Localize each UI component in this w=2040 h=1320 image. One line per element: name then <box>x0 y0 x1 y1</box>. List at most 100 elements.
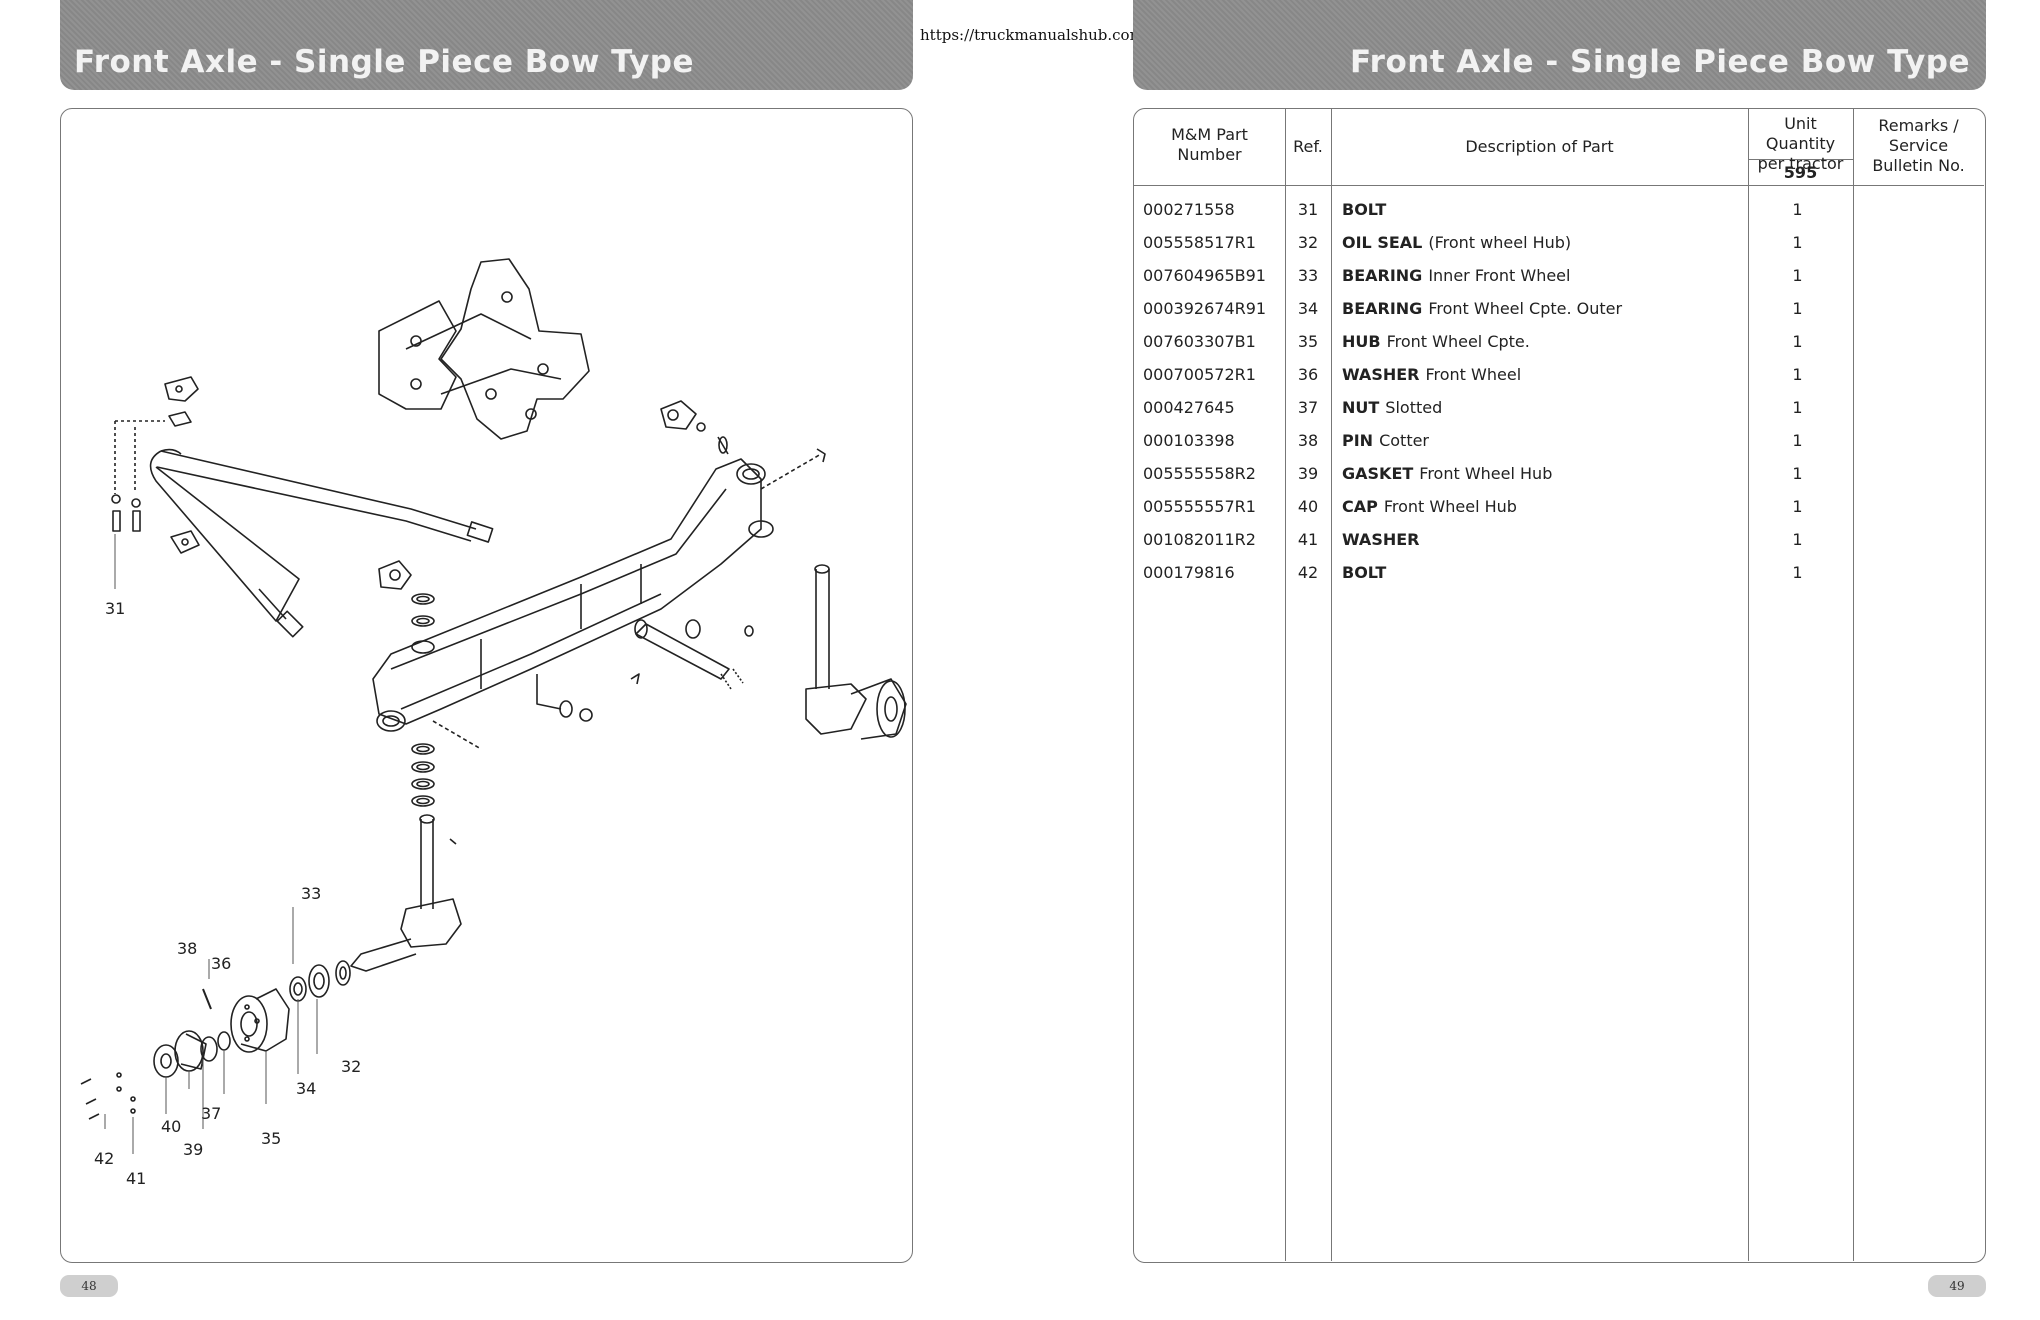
part-name: PIN <box>1342 431 1374 450</box>
pivot-pin <box>634 619 754 690</box>
ref-cell: 34 <box>1297 299 1319 318</box>
part-number-cell: 007604965B91 <box>1143 266 1266 285</box>
description-cell: OIL SEAL (Front wheel Hub) <box>1342 226 1571 259</box>
axle-support-bracket <box>378 258 590 440</box>
part-name: NUT <box>1342 398 1380 417</box>
clamp-parts <box>111 376 200 554</box>
left-spindle <box>350 814 462 972</box>
part-number-cell: 007603307B1 <box>1143 332 1256 351</box>
radius-rod <box>149 448 494 638</box>
callout-36: 36 <box>211 954 231 973</box>
description-cell: HUB Front Wheel Cpte. <box>1342 325 1530 358</box>
source-url[interactable]: https://truckmanualshub.com/ <box>920 26 1149 44</box>
description-cell: WASHER <box>1342 523 1425 556</box>
quantity-cell: 1 <box>1792 497 1803 516</box>
quantity-cell: 1 <box>1792 563 1803 582</box>
quantity-cell: 1 <box>1792 200 1803 219</box>
ref-cell: 40 <box>1297 497 1319 516</box>
quantity-cell: 1 <box>1792 398 1803 417</box>
header-remarks: Remarks / Service Bulletin No. <box>1872 116 1965 175</box>
front-axle-beam <box>372 458 774 732</box>
part-number-cell: 000103398 <box>1143 431 1235 450</box>
part-number-cell: 001082011R2 <box>1143 530 1256 549</box>
part-detail: Front Wheel Cpte. Outer <box>1428 299 1623 318</box>
description-cell: BOLT <box>1342 193 1392 226</box>
header-unit-quantity: Unit Quantity per tractor <box>1757 114 1844 173</box>
callout-35: 35 <box>261 1129 281 1148</box>
parts-table: M&M Part Number Ref. Description of Part… <box>1133 108 1986 1263</box>
part-detail: Inner Front Wheel <box>1428 266 1571 285</box>
part-name: BOLT <box>1342 563 1387 582</box>
quantity-cell: 1 <box>1792 332 1803 351</box>
part-number-cell: 000271558 <box>1143 200 1235 219</box>
header-ref: Ref. <box>1293 137 1323 156</box>
callout-39: 39 <box>183 1140 203 1159</box>
header-model-595: 595 <box>1783 163 1818 182</box>
part-detail: Front Wheel Hub <box>1419 464 1553 483</box>
left-swivel-washers <box>378 560 640 807</box>
callout-32: 32 <box>341 1057 361 1076</box>
table-row: 000179816 42 BOLT 1 <box>1134 556 1984 589</box>
quantity-cell: 1 <box>1792 266 1803 285</box>
quantity-cell: 1 <box>1792 530 1803 549</box>
ref-cell: 41 <box>1297 530 1319 549</box>
diagram-panel: 31 32 33 34 35 36 37 38 39 40 41 42 <box>60 108 913 1263</box>
part-name: BEARING <box>1342 299 1423 318</box>
left-page-title: Front Axle - Single Piece Bow Type <box>60 0 913 90</box>
ref-cell: 35 <box>1297 332 1319 351</box>
part-detail: Front Wheel Hub <box>1383 497 1517 516</box>
part-name: WASHER <box>1342 530 1420 549</box>
part-detail: Front Wheel Cpte. <box>1386 332 1530 351</box>
ref-cell: 39 <box>1297 464 1319 483</box>
part-number-cell: 000392674R91 <box>1143 299 1267 318</box>
quantity-cell: 1 <box>1792 464 1803 483</box>
quantity-cell: 1 <box>1792 233 1803 252</box>
quantity-cell: 1 <box>1792 431 1803 450</box>
table-row: 001082011R2 41 WASHER 1 <box>1134 523 1984 556</box>
part-number-cell: 005558517R1 <box>1143 233 1256 252</box>
description-cell: BOLT <box>1342 556 1392 589</box>
part-detail: Front Wheel <box>1425 365 1522 384</box>
callout-40: 40 <box>161 1117 181 1136</box>
header-part-number: M&M Part Number <box>1171 125 1248 164</box>
ref-cell: 37 <box>1297 398 1319 417</box>
table-row: 000392674R91 34 BEARING Front Wheel Cpte. O… <box>1134 292 1984 325</box>
callout-33: 33 <box>301 884 321 903</box>
part-name: BOLT <box>1342 200 1387 219</box>
quantity-cell: 1 <box>1792 299 1803 318</box>
quantity-cell: 1 <box>1792 365 1803 384</box>
ref-cell: 42 <box>1297 563 1319 582</box>
ref-cell: 33 <box>1297 266 1319 285</box>
callout-38: 38 <box>177 939 197 958</box>
part-number-cell: 000179816 <box>1143 563 1235 582</box>
part-detail: (Front wheel Hub) <box>1428 233 1572 252</box>
upper-swivel <box>660 400 826 490</box>
leader-lines <box>104 534 318 1154</box>
page-number-right: 49 <box>1928 1275 1986 1297</box>
part-number-cell: 000700572R1 <box>1143 365 1256 384</box>
callout-42: 42 <box>94 1149 114 1168</box>
header-description: Description of Part <box>1465 137 1614 156</box>
page-number-left: 48 <box>60 1275 118 1297</box>
ref-cell: 38 <box>1297 431 1319 450</box>
ref-cell: 31 <box>1297 200 1319 219</box>
part-name: HUB <box>1342 332 1381 351</box>
part-number-cell: 000427645 <box>1143 398 1235 417</box>
part-name: OIL SEAL <box>1342 233 1423 252</box>
callout-41: 41 <box>126 1169 146 1188</box>
part-detail: Cotter <box>1379 431 1430 450</box>
callout-34: 34 <box>296 1079 316 1098</box>
table-row: 000103398 38 PIN Cotter 1 <box>1134 424 1984 457</box>
ref-cell: 36 <box>1297 365 1319 384</box>
